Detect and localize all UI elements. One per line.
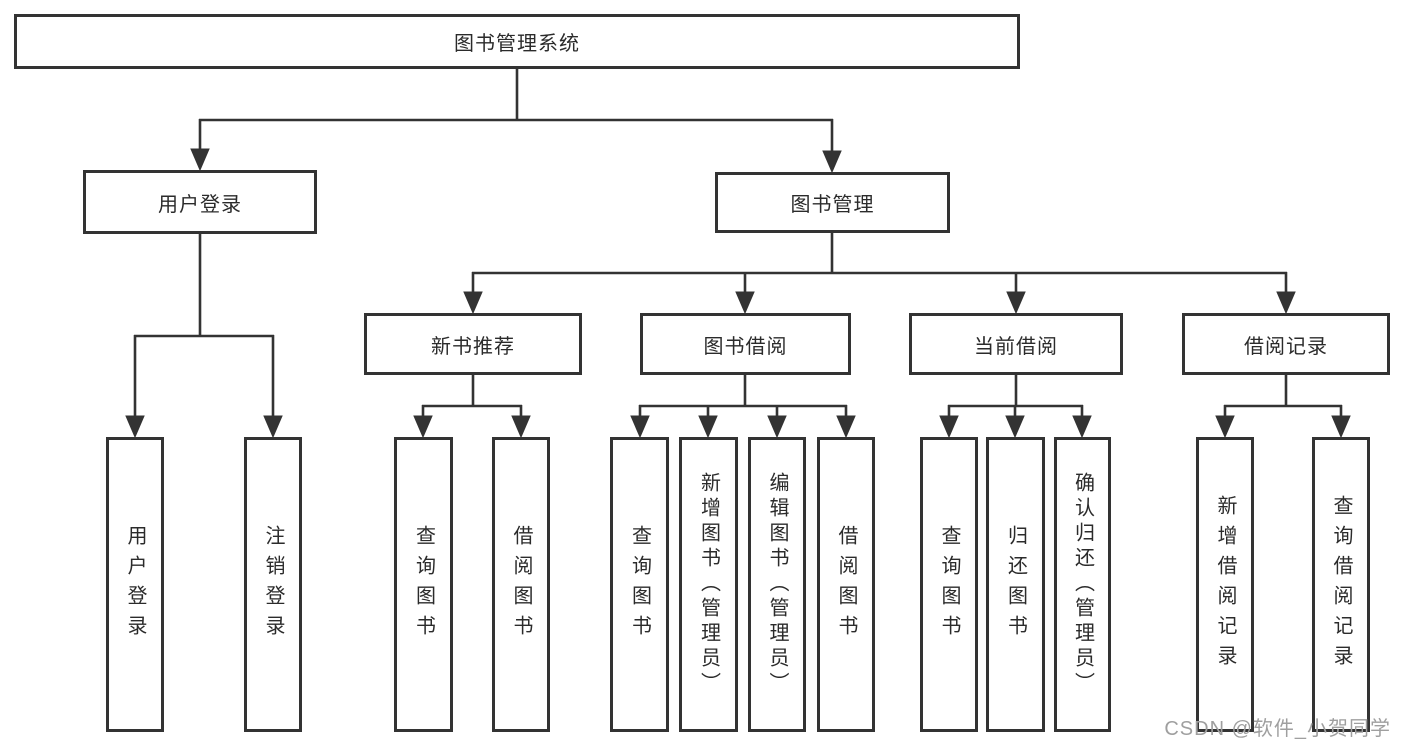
node-book-borrow-label: 图书借阅: [703, 335, 788, 358]
leaf-user-login-label: 用户登录: [124, 524, 146, 645]
leaf-user-login: 用户登录: [106, 437, 164, 732]
node-root: 图书管理系统: [14, 14, 1020, 69]
watermark-text: CSDN @软件_小贺同学: [1164, 718, 1391, 740]
leaf-current-confirm-return-admin-label: 确认归还（管理员）: [1071, 472, 1094, 697]
leaf-recommend-query-books: 查询图书: [394, 437, 453, 732]
node-current-borrow: 当前借阅: [909, 313, 1123, 375]
node-root-label: 图书管理系统: [454, 33, 580, 55]
leaf-records-query-record: 查询借阅记录: [1312, 437, 1370, 732]
node-book-management-label: 图书管理: [790, 194, 875, 216]
connector-records-to-leaves: [1215, 375, 1351, 439]
node-new-book-recommend-label: 新书推荐: [431, 335, 515, 358]
node-borrow-records-label: 借阅记录: [1244, 335, 1328, 358]
leaf-current-return-books: 归还图书: [986, 437, 1045, 732]
connector-current-to-leaves: [939, 375, 1092, 439]
node-borrow-records: 借阅记录: [1182, 313, 1390, 375]
leaf-logout-label: 注销登录: [262, 524, 284, 645]
connector-login-to-leaves: [125, 234, 283, 439]
node-current-borrow-label: 当前借阅: [974, 335, 1058, 358]
leaf-borrow-query-books: 查询图书: [610, 437, 669, 732]
leaf-recommend-borrow-books: 借阅图书: [492, 437, 550, 732]
node-book-management: 图书管理: [715, 172, 950, 233]
leaf-current-query-books: 查询图书: [920, 437, 978, 732]
leaf-records-add-record: 新增借阅记录: [1196, 437, 1254, 732]
leaf-current-return-books-label: 归还图书: [1004, 524, 1027, 645]
node-user-login: 用户登录: [83, 170, 317, 234]
connector-management-to-level3: [463, 233, 1296, 315]
connector-root-to-level2: [190, 69, 842, 174]
node-new-book-recommend: 新书推荐: [364, 313, 582, 375]
node-book-borrow: 图书借阅: [640, 313, 851, 375]
leaf-current-query-books-label: 查询图书: [938, 524, 960, 645]
leaf-borrow-add-books-admin: 新增图书（管理员）: [679, 437, 738, 732]
leaf-recommend-query-books-label: 查询图书: [412, 524, 435, 645]
connector-borrow-to-leaves: [630, 375, 856, 439]
leaf-borrow-edit-books-admin-label: 编辑图书（管理员）: [766, 472, 788, 697]
leaf-records-query-record-label: 查询借阅记录: [1330, 494, 1352, 675]
leaf-borrow-borrow-books-label: 借阅图书: [835, 524, 857, 645]
leaf-borrow-edit-books-admin: 编辑图书（管理员）: [748, 437, 806, 732]
leaf-logout: 注销登录: [244, 437, 302, 732]
leaf-recommend-borrow-books-label: 借阅图书: [510, 524, 532, 645]
leaf-borrow-query-books-label: 查询图书: [628, 524, 651, 645]
leaf-records-add-record-label: 新增借阅记录: [1214, 494, 1236, 675]
node-user-login-label: 用户登录: [158, 193, 242, 216]
leaf-borrow-borrow-books: 借阅图书: [817, 437, 875, 732]
leaf-current-confirm-return-admin: 确认归还（管理员）: [1054, 437, 1111, 732]
connector-recommend-to-leaves: [413, 375, 531, 439]
leaf-borrow-add-books-admin-label: 新增图书（管理员）: [697, 472, 720, 697]
